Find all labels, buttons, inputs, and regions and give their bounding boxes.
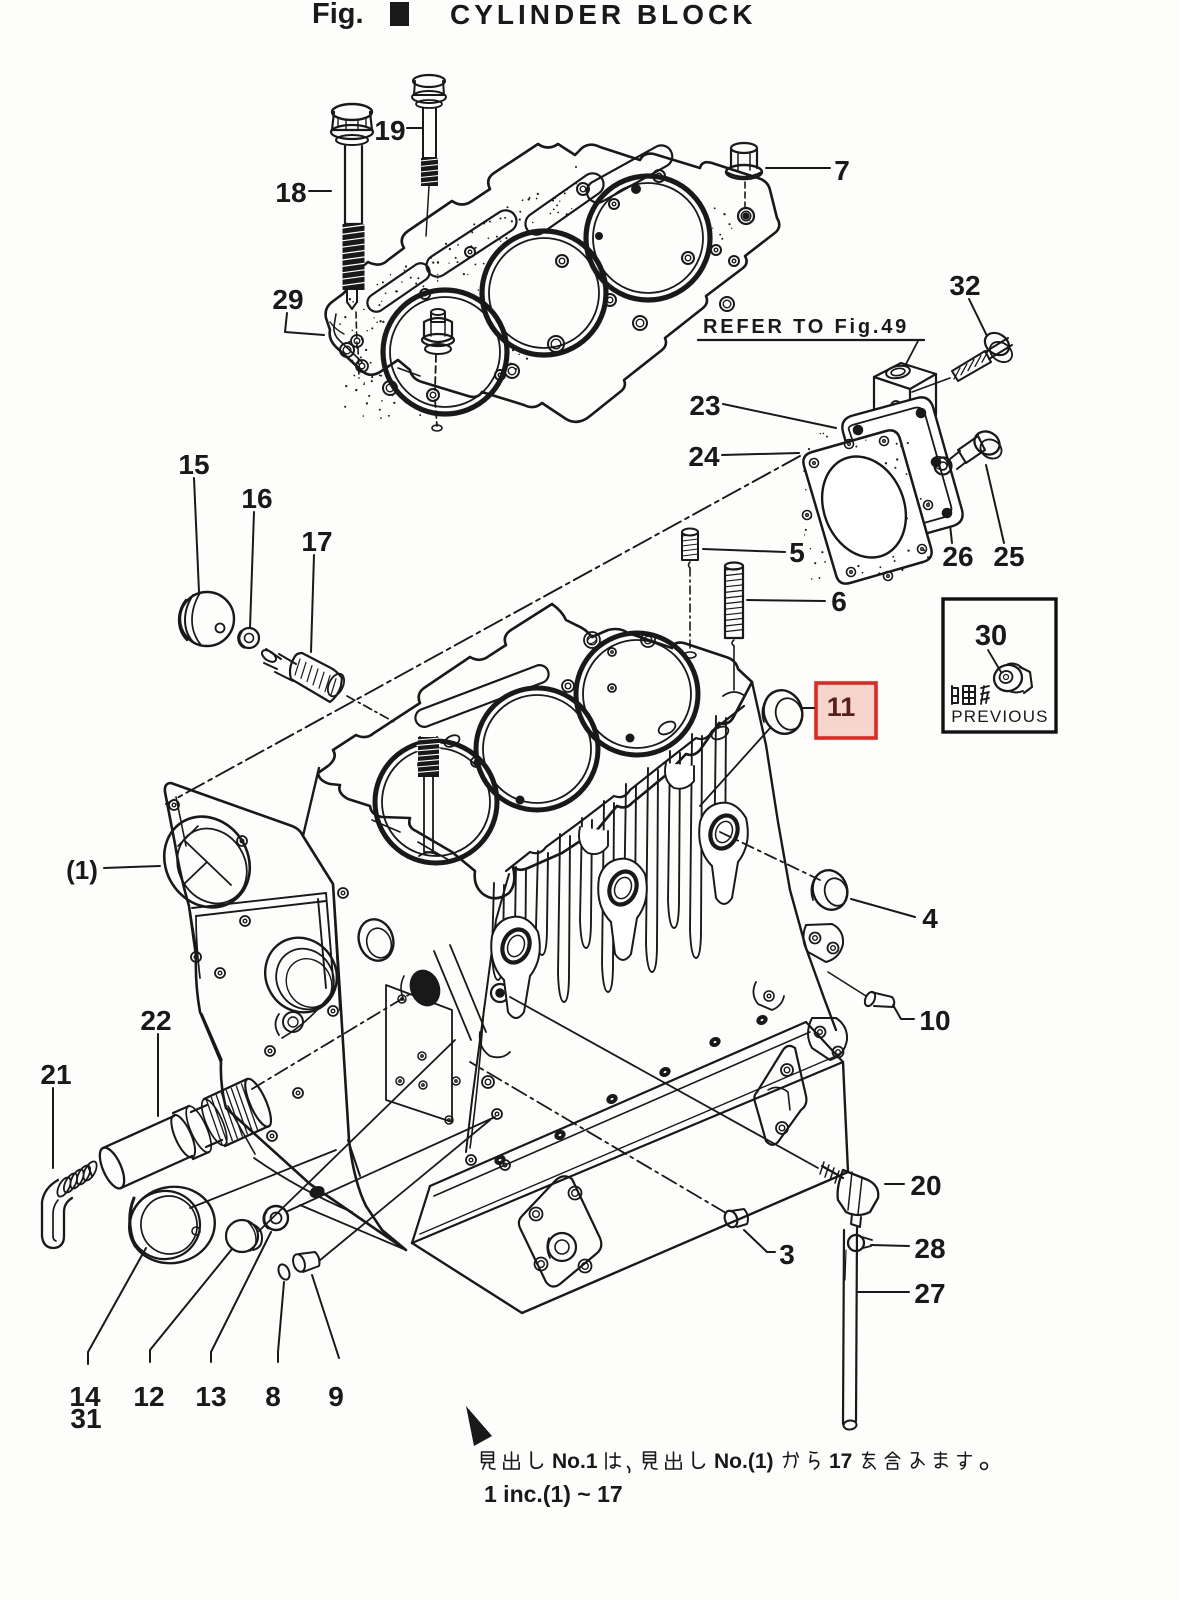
svg-text:20: 20 bbox=[910, 1170, 941, 1201]
svg-text:1 inc.(1) ~ 17: 1 inc.(1) ~ 17 bbox=[484, 1481, 623, 1507]
svg-text:15: 15 bbox=[178, 449, 209, 480]
svg-text:18: 18 bbox=[275, 177, 306, 208]
svg-text:30: 30 bbox=[975, 620, 1007, 652]
svg-text:22: 22 bbox=[140, 1005, 171, 1036]
svg-text:PREVIOUS: PREVIOUS bbox=[951, 707, 1048, 726]
svg-text:No.(1): No.(1) bbox=[714, 1450, 774, 1473]
svg-text:Fig.: Fig. bbox=[312, 0, 364, 30]
svg-text:REFER TO Fig.49: REFER TO Fig.49 bbox=[703, 316, 909, 338]
svg-text:25: 25 bbox=[993, 541, 1024, 572]
svg-text:14: 14 bbox=[69, 1381, 101, 1412]
svg-text:26: 26 bbox=[942, 541, 973, 572]
svg-text:3: 3 bbox=[779, 1239, 795, 1270]
svg-text:27: 27 bbox=[914, 1278, 945, 1309]
svg-text:31: 31 bbox=[70, 1403, 101, 1434]
svg-text:9: 9 bbox=[328, 1381, 344, 1412]
svg-text:19: 19 bbox=[374, 115, 405, 146]
svg-text:13: 13 bbox=[195, 1381, 226, 1412]
svg-text:(1): (1) bbox=[66, 855, 98, 885]
svg-text:5: 5 bbox=[789, 537, 805, 568]
svg-text:11: 11 bbox=[827, 692, 856, 722]
svg-text:8: 8 bbox=[265, 1381, 281, 1412]
svg-text:21: 21 bbox=[40, 1059, 71, 1090]
svg-text:28: 28 bbox=[914, 1233, 945, 1264]
svg-text:6: 6 bbox=[831, 586, 847, 617]
svg-text:12: 12 bbox=[133, 1381, 164, 1412]
svg-text:10: 10 bbox=[919, 1005, 950, 1036]
svg-text:23: 23 bbox=[689, 390, 720, 421]
svg-text:32: 32 bbox=[949, 270, 980, 301]
svg-text:16: 16 bbox=[241, 483, 272, 514]
svg-text:No.1: No.1 bbox=[552, 1450, 598, 1473]
svg-text:17: 17 bbox=[829, 1450, 852, 1473]
svg-text:17: 17 bbox=[301, 526, 332, 557]
svg-text:CYLINDER BLOCK: CYLINDER BLOCK bbox=[450, 0, 756, 30]
svg-text:7: 7 bbox=[834, 155, 850, 186]
svg-text:24: 24 bbox=[688, 441, 720, 472]
svg-text:29: 29 bbox=[272, 284, 303, 315]
svg-text:4: 4 bbox=[922, 903, 938, 934]
